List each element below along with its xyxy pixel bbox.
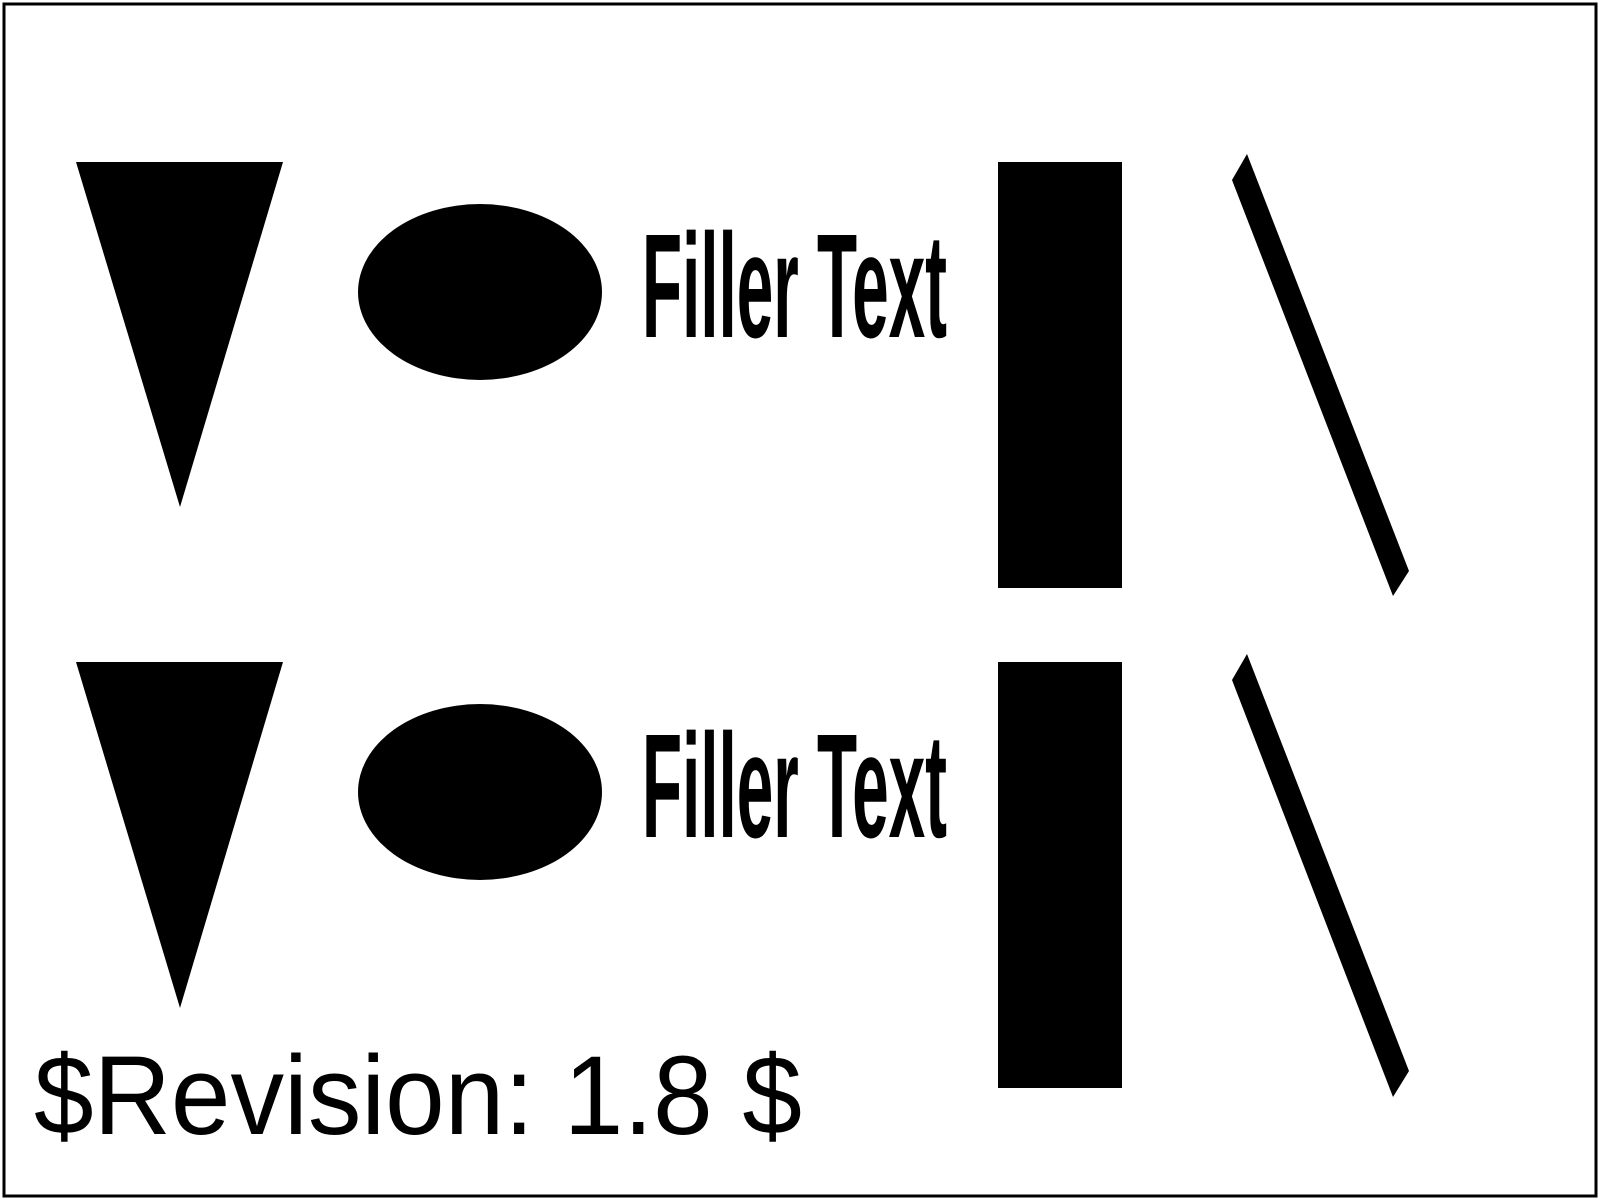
filler-text: Filler Text — [642, 204, 947, 370]
shape-row-1: Filler Text — [76, 154, 1409, 596]
rectangle-shape — [998, 662, 1122, 1088]
triangle-shape — [76, 162, 283, 507]
diagonal-line-shape — [1232, 154, 1409, 596]
shape-row-2: Filler Text — [76, 654, 1409, 1097]
filler-text: Filler Text — [642, 704, 947, 870]
triangle-shape — [76, 662, 283, 1008]
ellipse-shape — [358, 204, 602, 380]
revision-label: $Revision: 1.8 $ — [34, 1033, 802, 1158]
diagonal-line-shape — [1232, 654, 1409, 1097]
rectangle-shape — [998, 162, 1122, 588]
ellipse-shape — [358, 704, 602, 880]
